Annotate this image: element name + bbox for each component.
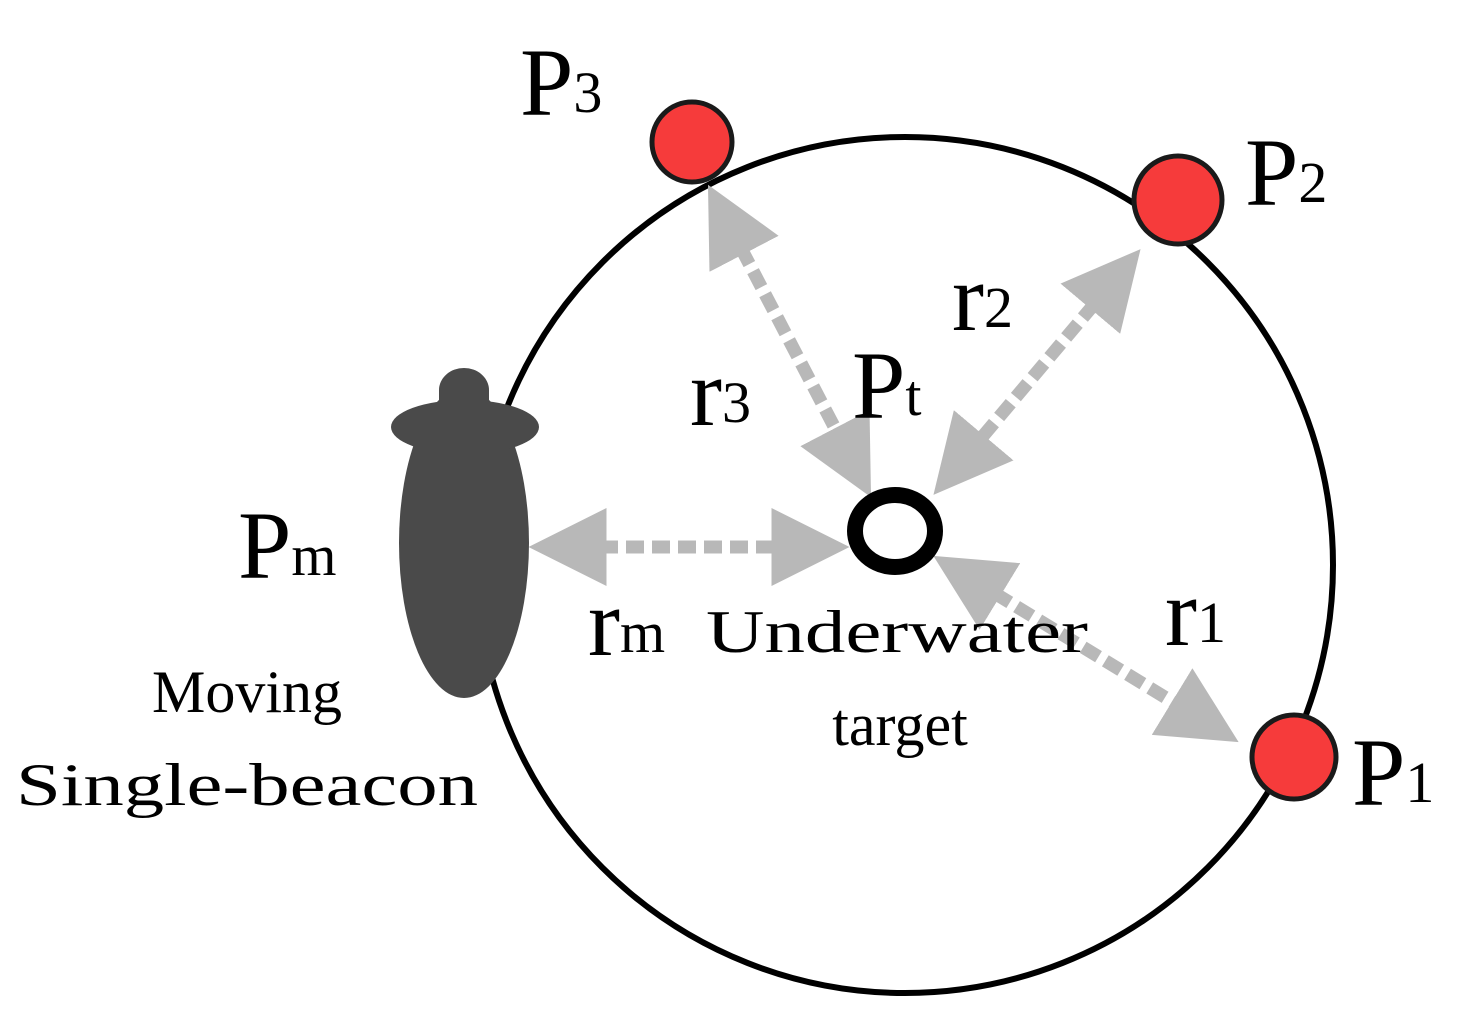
label-r2: r2: [952, 244, 1013, 351]
beacon-p3-icon: [649, 99, 735, 185]
label-r3-sub: 3: [722, 370, 751, 435]
label-rm-main: r: [588, 569, 620, 676]
label-pm: Pm: [238, 492, 337, 599]
beacon-caption-line2: Single-beacon: [16, 752, 478, 818]
vehicle-icon: [391, 368, 539, 698]
label-p3: P3: [520, 29, 602, 136]
label-pt: Pt: [852, 332, 922, 439]
label-p3-sub: 3: [573, 60, 602, 125]
beacon-caption-line1: Moving: [152, 659, 342, 725]
label-rm-sub: m: [620, 600, 665, 665]
target-caption-line2: target: [832, 692, 968, 758]
label-pm-main: P: [238, 492, 291, 599]
label-pm-sub: m: [291, 523, 336, 588]
label-p1-main: P: [1352, 719, 1405, 826]
label-pt-sub: t: [905, 363, 921, 428]
label-p3-main: P: [520, 29, 573, 136]
arrow-r2: [933, 249, 1141, 495]
label-r1: r1: [1165, 559, 1226, 666]
range-arrows: [528, 184, 1239, 743]
label-p1-sub: 1: [1405, 750, 1434, 815]
label-p2-sub: 2: [1298, 150, 1327, 215]
label-rm: rm: [588, 569, 665, 676]
beacon-p2-icon: [1131, 153, 1225, 247]
target-caption-line1: Underwater: [706, 599, 1088, 665]
target-icon: [847, 487, 943, 575]
label-r1-sub: 1: [1197, 590, 1226, 655]
arrow-r3: [707, 184, 872, 498]
label-p2-main: P: [1245, 119, 1298, 226]
label-r2-main: r: [952, 244, 984, 351]
label-pt-main: P: [852, 332, 905, 439]
label-p1: P1: [1352, 719, 1434, 826]
beacon-p1-icon: [1249, 712, 1339, 802]
label-p2: P2: [1245, 119, 1327, 226]
label-r3: r3: [690, 339, 751, 446]
label-r3-main: r: [690, 339, 722, 446]
label-r1-main: r: [1165, 559, 1197, 666]
arrow-r1: [933, 555, 1239, 743]
label-r2-sub: 2: [984, 275, 1013, 340]
